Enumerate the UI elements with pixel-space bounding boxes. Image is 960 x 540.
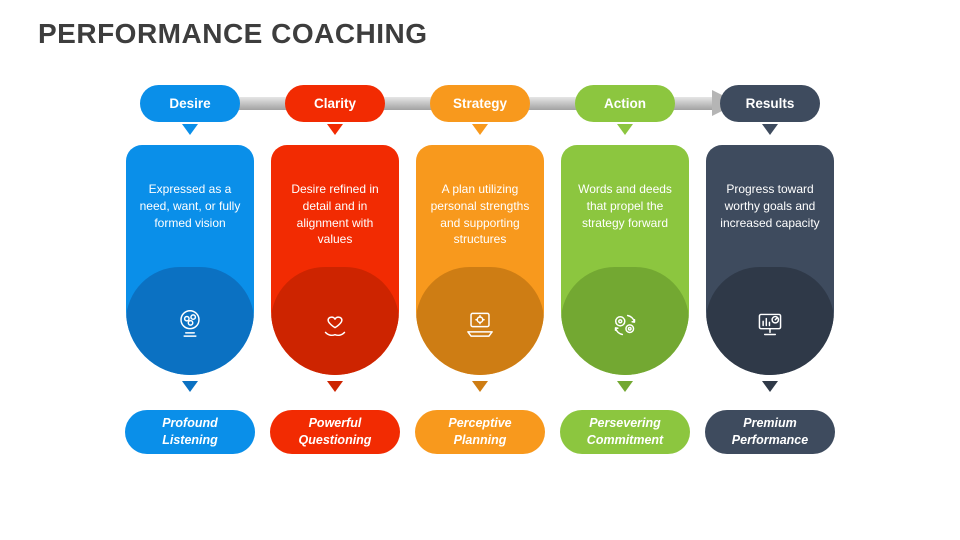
- stage-card: Desire refined in detail and in alignmen…: [271, 145, 399, 375]
- stage-arch: [706, 267, 834, 375]
- stage-description: A plan utilizing personal strengths and …: [430, 182, 530, 247]
- stage-footer-pill: Profound Listening: [125, 410, 255, 454]
- arrow-down-icon: [182, 124, 198, 135]
- stage-pill: Action: [575, 85, 675, 122]
- arrow-down-icon: [762, 381, 778, 392]
- stage-arch: [561, 267, 689, 375]
- stage-arch: [416, 267, 544, 375]
- stage-description: Progress toward worthy goals and increas…: [720, 182, 820, 230]
- stage-column-action: Action Words and deeds that propel the s…: [560, 85, 690, 454]
- arrow-down-icon: [182, 381, 198, 392]
- stage-footer-pill: Persevering Commitment: [560, 410, 690, 454]
- arrow-down-icon: [472, 381, 488, 392]
- stage-column-clarity: Clarity Desire refined in detail and in …: [270, 85, 400, 454]
- arrow-down-icon: [327, 381, 343, 392]
- hands-heart-icon: [324, 316, 346, 337]
- arrow-down-icon: [617, 381, 633, 392]
- stage-pill: Clarity: [285, 85, 385, 122]
- arrow-down-icon: [327, 124, 343, 135]
- stage-column-strategy: Strategy A plan utilizing personal stren…: [415, 85, 545, 454]
- stage-pill: Results: [720, 85, 820, 122]
- stage-column-desire: Desire Expressed as a need, want, or ful…: [125, 85, 255, 454]
- stage-arch: [271, 267, 399, 375]
- stage-card: A plan utilizing personal strengths and …: [416, 145, 544, 375]
- arrow-down-icon: [472, 124, 488, 135]
- stage-card: Progress toward worthy goals and increas…: [706, 145, 834, 375]
- stage-card: Words and deeds that propel the strategy…: [561, 145, 689, 375]
- stage-description: Words and deeds that propel the strategy…: [578, 182, 672, 230]
- stage-description: Desire refined in detail and in alignmen…: [291, 182, 379, 247]
- stage-arch: [126, 267, 254, 375]
- gears-arrows-icon: [614, 314, 636, 336]
- page-title: PERFORMANCE COACHING: [38, 18, 428, 49]
- arrow-down-icon: [762, 124, 778, 135]
- stage-footer-pill: Powerful Questioning: [270, 410, 400, 454]
- mind-gears-icon: [180, 310, 200, 337]
- stage-footer-pill: Premium Performance: [705, 410, 835, 454]
- stage-card: Expressed as a need, want, or fully form…: [126, 145, 254, 375]
- monitor-chart-icon: [758, 313, 782, 336]
- arrow-down-icon: [617, 124, 633, 135]
- stage-column-results: Results Progress toward worthy goals and…: [705, 85, 835, 454]
- stage-pill: Desire: [140, 85, 240, 122]
- stage-description: Expressed as a need, want, or fully form…: [139, 182, 241, 230]
- stage-pill: Strategy: [430, 85, 530, 122]
- stage-footer-pill: Perceptive Planning: [415, 410, 545, 454]
- laptop-gear-icon: [467, 312, 493, 337]
- stage-columns: Desire Expressed as a need, want, or ful…: [125, 85, 835, 454]
